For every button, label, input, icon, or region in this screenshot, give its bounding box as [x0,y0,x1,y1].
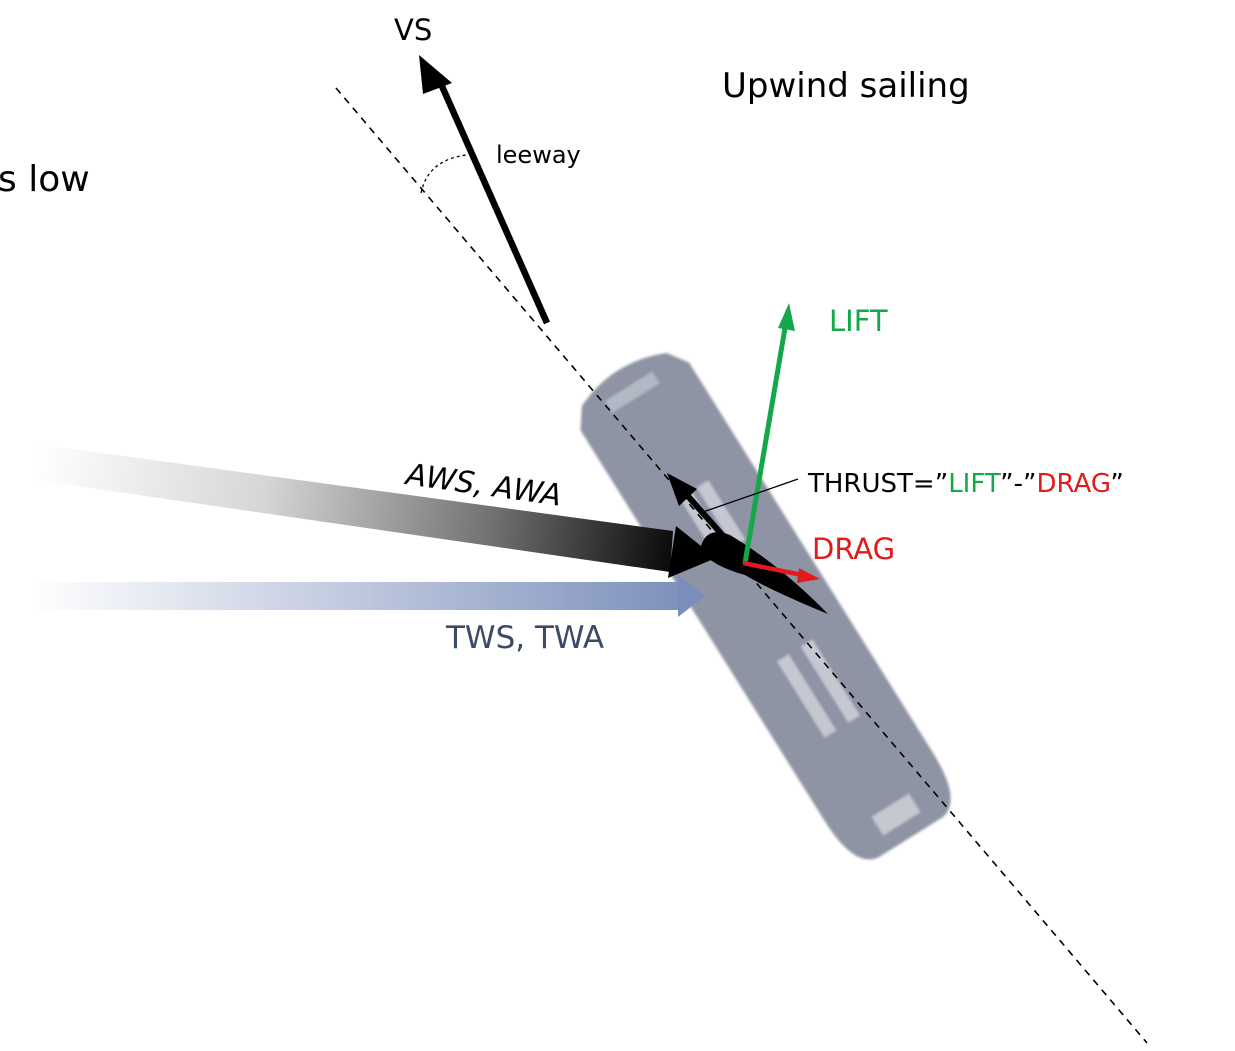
thrust-formula-eq: =” [913,469,948,499]
tws-arrow [30,575,705,617]
aws-arrow [35,444,716,578]
drag-label: DRAG [812,532,895,566]
thrust-formula-thrust: THRUST [807,469,913,499]
vs-label: VS [394,13,432,47]
thrust-formula: THRUST=”LIFT”-”DRAG” [807,469,1124,499]
lift-label: LIFT [829,304,888,338]
thrust-formula-close: ” [1110,469,1123,499]
leeway-arc [420,154,467,194]
leeway-label: leeway [496,141,581,169]
thrust-formula-minus: ”-” [1000,469,1036,499]
vs-arrow [419,55,550,325]
drag-arrow [742,560,820,583]
thrust-formula-drag: DRAG [1036,469,1110,499]
sail-shape [700,532,828,614]
lift-arrow [742,303,795,564]
thrust-leader-line [702,478,799,513]
page-title: Upwind sailing [722,66,970,106]
thrust-arrow [667,473,744,558]
tws-twa-label: TWS, TWA [445,620,604,656]
partial-text: s low [0,159,90,200]
thrust-formula-lift: LIFT [948,469,1001,499]
